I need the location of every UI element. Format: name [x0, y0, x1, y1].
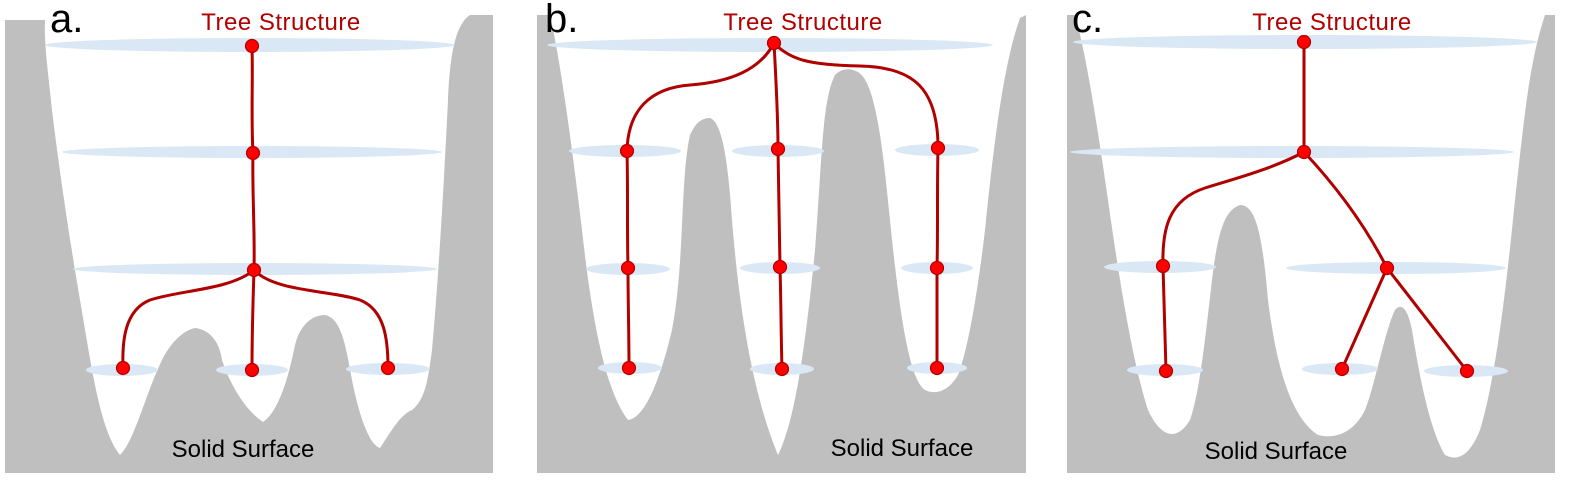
tree-node-leaf	[1334, 361, 1350, 377]
tree-edge	[776, 147, 782, 269]
tree-node-root	[244, 38, 260, 54]
panel-letter: c.	[1072, 0, 1103, 41]
tree-edge	[1302, 150, 1389, 270]
solid-surface-label: Solid Surface	[172, 436, 315, 463]
tree-node-leaf	[774, 361, 790, 377]
tree-edge	[1161, 150, 1306, 268]
tree-edge	[250, 44, 255, 155]
tree-node-leaf	[244, 362, 260, 378]
tree-node	[930, 140, 946, 156]
tree-node	[1296, 144, 1312, 160]
tree-node	[246, 262, 262, 278]
panel-a: a. Tree Structure Solid Surface	[5, 0, 493, 473]
tree-edges	[1161, 40, 1469, 373]
tree-edge	[121, 268, 256, 370]
tree-edge	[772, 41, 940, 150]
tree-structure-title: Tree Structure	[723, 9, 883, 36]
tree-node-root	[766, 35, 782, 51]
panel-c: c. Tree Structure Solid Surface	[1067, 0, 1555, 473]
tree-node-leaf	[1459, 363, 1475, 379]
tree-edge	[625, 41, 776, 153]
tree-structure-title: Tree Structure	[1252, 9, 1412, 36]
tree-nodes	[1155, 34, 1475, 379]
tree-edge	[1161, 264, 1168, 373]
level-disk	[1286, 262, 1506, 274]
panel-letter: b.	[545, 0, 578, 41]
tree-edge	[625, 149, 630, 270]
search-level-disks	[45, 38, 455, 376]
tree-node	[772, 259, 788, 275]
tree-edge	[250, 268, 256, 372]
tree-nodes	[619, 35, 946, 377]
solid-surface-shape	[537, 15, 1026, 473]
tree-edges	[121, 44, 390, 372]
tree-edge	[935, 146, 940, 270]
tree-edge	[251, 151, 256, 272]
tree-node-leaf	[380, 360, 396, 376]
tree-edge	[778, 265, 784, 371]
tree-edge	[252, 268, 390, 370]
solid-surface-shape	[1067, 15, 1555, 473]
tree-node-leaf	[621, 360, 637, 376]
tree-node	[1379, 260, 1395, 276]
tree-node	[620, 260, 636, 276]
tree-node-leaf	[1158, 363, 1174, 379]
tree-node	[1155, 258, 1171, 274]
tree-edge	[1340, 266, 1389, 371]
tree-edge	[772, 41, 780, 151]
tree-node	[929, 260, 945, 276]
tree-node-root	[1296, 34, 1312, 50]
tree-edges	[625, 41, 940, 371]
tree-node	[619, 143, 635, 159]
panel-letter: a.	[50, 0, 83, 41]
tree-edge	[1385, 266, 1469, 373]
tree-node-leaf	[929, 360, 945, 376]
tree-node-leaf	[115, 360, 131, 376]
tree-node	[770, 141, 786, 157]
solid-surface-label: Solid Surface	[831, 435, 974, 462]
tree-edge	[626, 266, 631, 370]
tree-node	[245, 145, 261, 161]
level-disk	[1070, 146, 1514, 158]
solid-surface-label: Solid Surface	[1205, 438, 1348, 465]
search-level-disks	[547, 38, 993, 375]
tree-structure-title: Tree Structure	[201, 9, 361, 36]
panel-b: b. Tree Structure Solid Surface	[537, 0, 1026, 473]
tree-nodes	[115, 38, 396, 378]
solid-surface-shape	[5, 15, 493, 473]
